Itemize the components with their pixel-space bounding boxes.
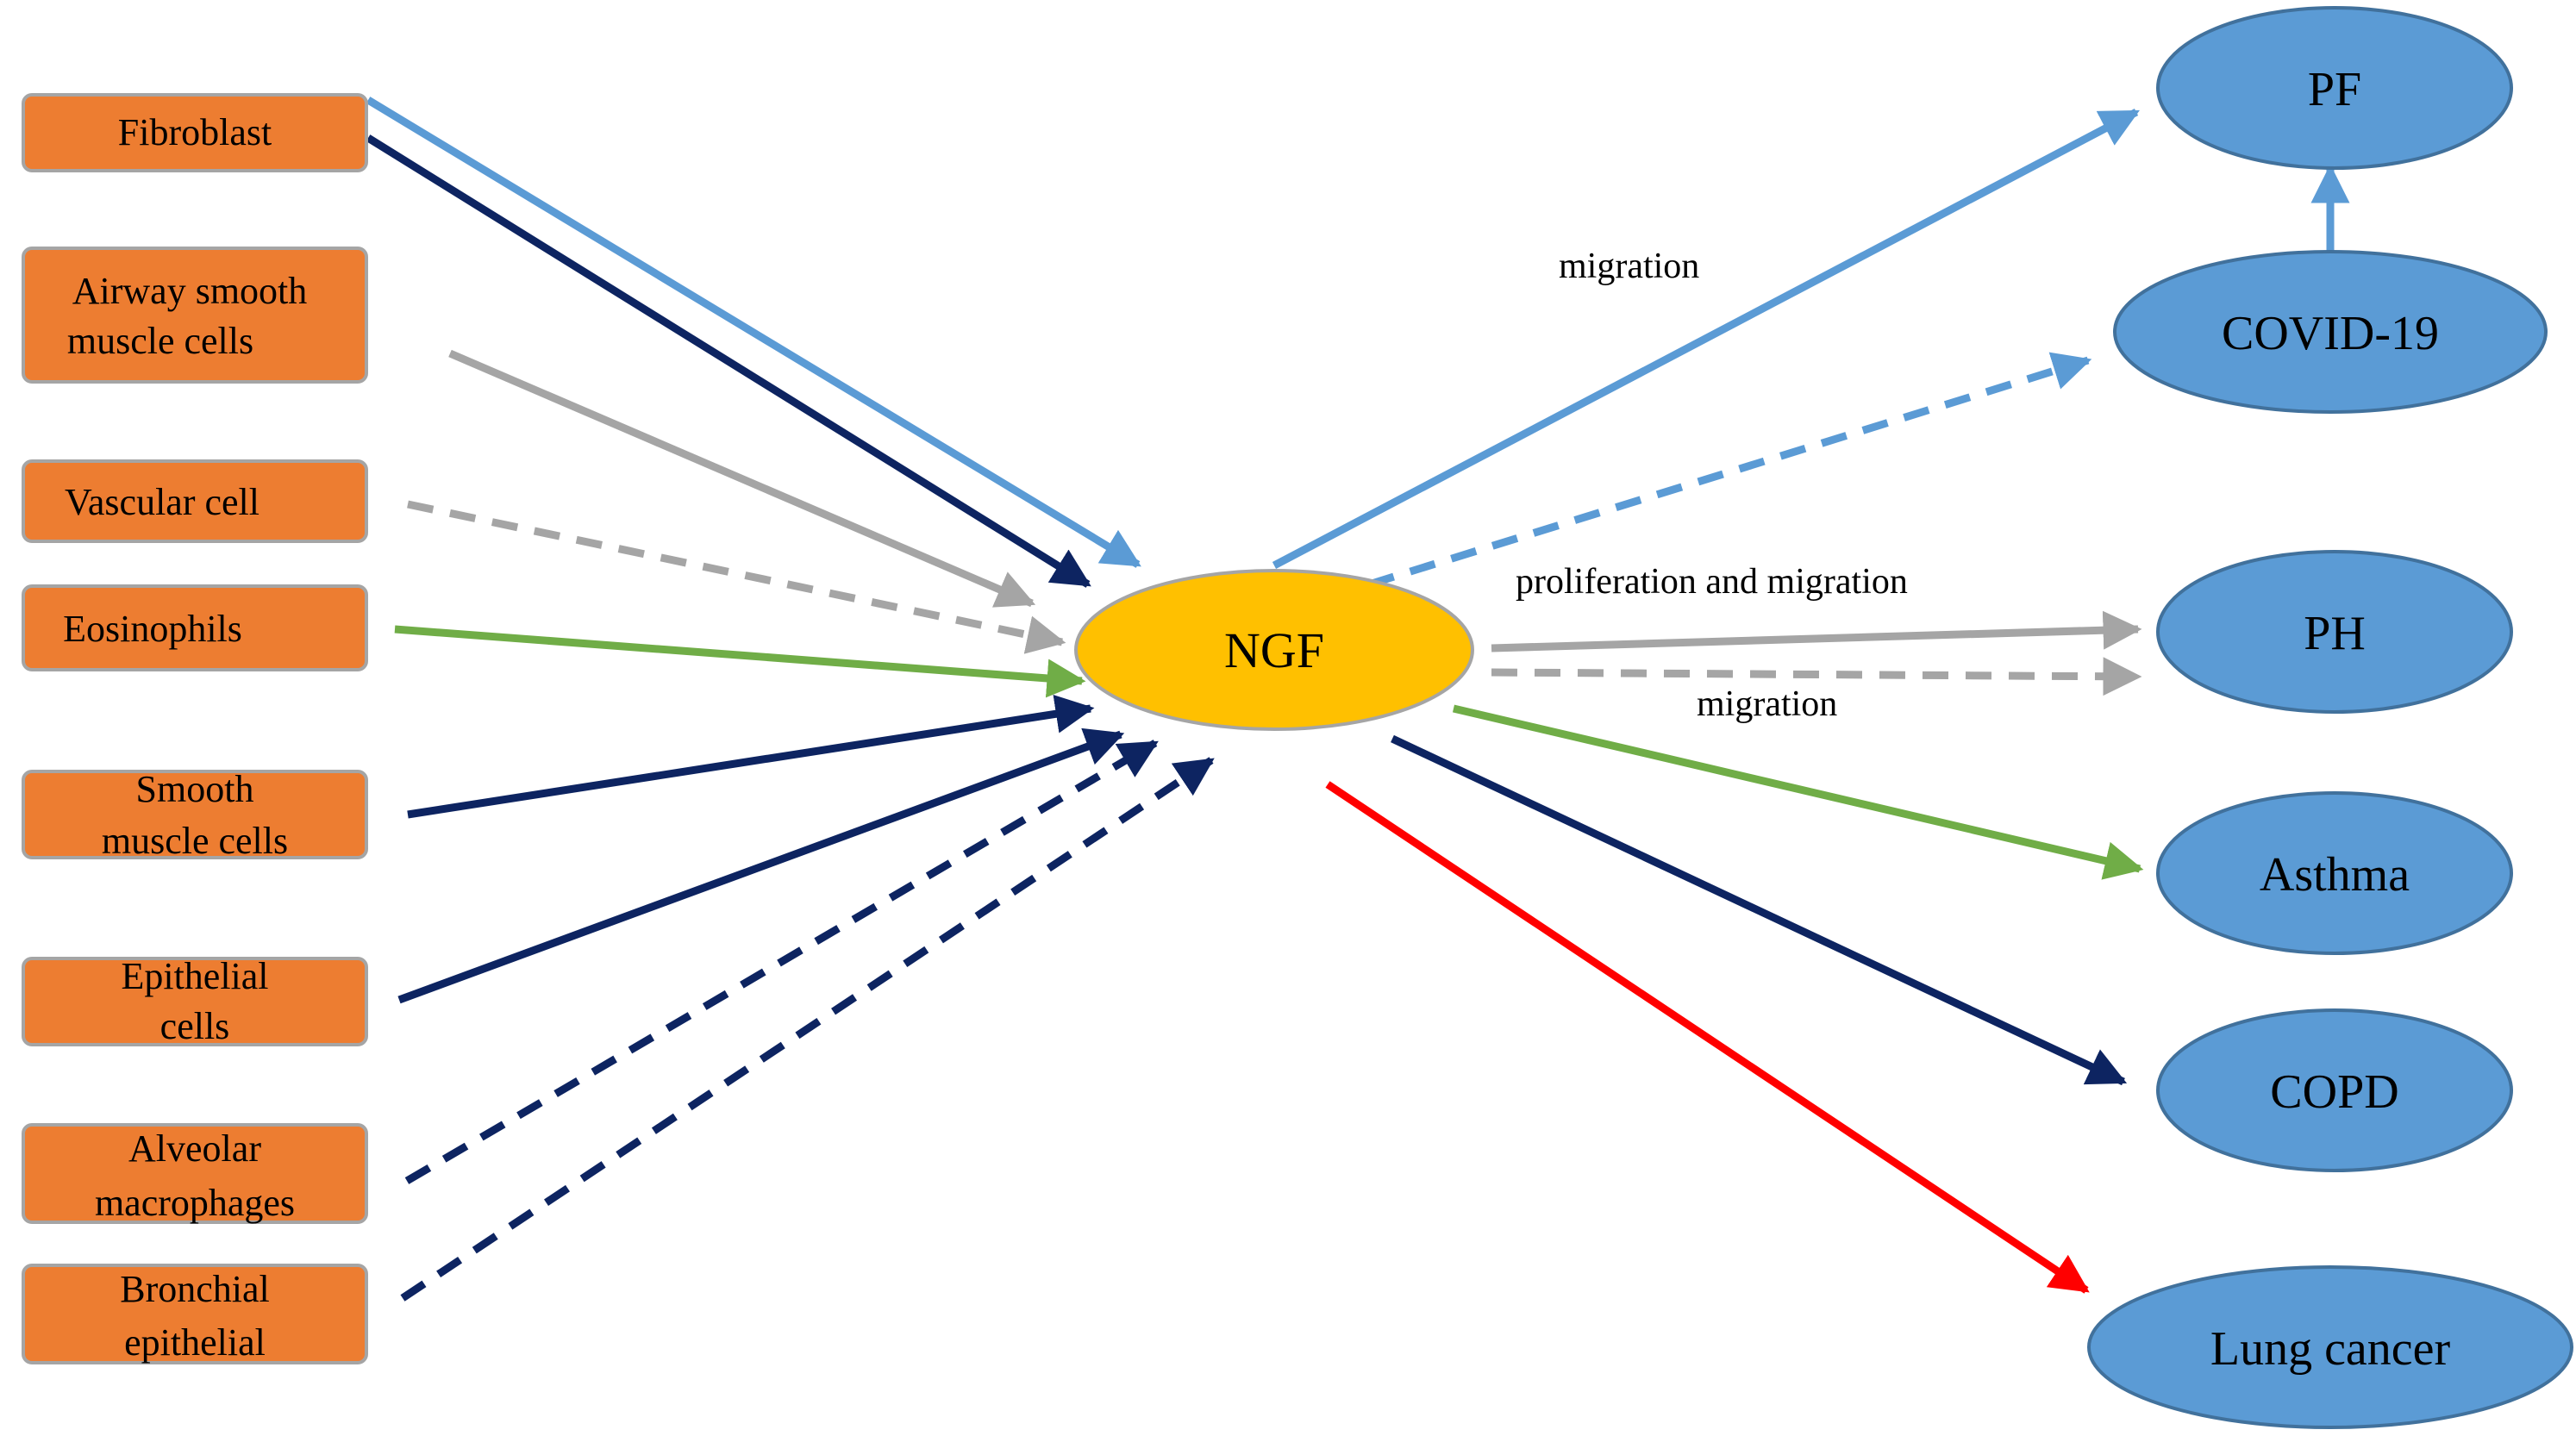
arrow-ngf-pf [1272, 109, 2140, 569]
cell-label-line1: Alveolar [128, 1127, 261, 1170]
cell-label-line2: macrophages [95, 1182, 295, 1224]
arrow-vascular-ngf [407, 500, 1066, 654]
cell-box-epithelial: Epithelial cells [22, 955, 368, 1047]
cell-box-smooth-muscle: Smooth muscle cells [22, 768, 368, 862]
arrow-ngf-ph-solid [1491, 610, 2142, 652]
arrow-ngf-covid [1367, 352, 2092, 589]
arrow-smooth-ngf [407, 694, 1095, 819]
cell-label-line2: epithelial [124, 1321, 266, 1364]
disease-label: Asthma [2260, 848, 2410, 902]
disease-asthma: Asthma [2156, 791, 2513, 955]
arrow-eosinophils-ngf [394, 625, 1086, 698]
cell-label: Fibroblast [118, 111, 272, 153]
disease-label: Lung cancer [2210, 1322, 2451, 1376]
cell-label-line1: Bronchial [120, 1268, 270, 1310]
disease-pf: PF [2156, 6, 2513, 170]
disease-copd: COPD [2156, 1008, 2513, 1172]
annotation-ph-migration: migration [1697, 684, 1837, 724]
annotation-pf-migration: migration [1559, 247, 1699, 286]
arrow-bronchial-ngf [400, 757, 1215, 1302]
cell-label: Eosinophils [63, 608, 242, 650]
arrow-ngf-ph-dashed [1491, 657, 2142, 696]
ngf-node: NGF [1074, 569, 1474, 731]
cell-box-alveolar-macrophages: Alveolar macrophages [22, 1123, 368, 1224]
disease-label: COVID-19 [2222, 307, 2439, 360]
disease-lung-cancer: Lung cancer [2087, 1265, 2573, 1429]
cell-label-line1: Airway smooth [72, 270, 308, 312]
cell-box-eosinophils: Eosinophils [22, 584, 368, 671]
cell-box-vascular: Vascular cell [22, 459, 368, 543]
cell-box-bronchial-epithelial: Bronchial epithelial [22, 1264, 368, 1364]
arrows [366, 97, 2350, 1302]
arrow-ngf-lung-cancer [1325, 781, 2090, 1294]
disease-nodes: PF COVID-19 PH Asthma COPD Lung cancer [2087, 6, 2573, 1429]
arrow-ngf-asthma [1452, 704, 2144, 880]
cell-box-fibroblast: Fibroblast [22, 93, 368, 172]
cell-label-line2: muscle cells [102, 820, 288, 862]
disease-label: PH [2304, 607, 2366, 660]
annotation-ph-proliferation: proliferation and migration [1516, 562, 1908, 602]
arrow-epithelial-ngf [397, 727, 1125, 1004]
arrow-ngf-copd [1391, 734, 2128, 1086]
arrow-airway-ngf [448, 349, 1036, 608]
cell-label-line2: muscle cells [67, 320, 253, 362]
cell-boxes: Fibroblast Airway smooth muscle cells Va… [22, 93, 368, 1364]
annotations: migration proliferation and migration mi… [1516, 247, 1908, 724]
cell-label: Vascular cell [65, 481, 259, 523]
disease-ph: PH [2156, 550, 2513, 714]
ngf-label: NGF [1224, 622, 1324, 678]
disease-label: COPD [2270, 1065, 2398, 1119]
disease-label: PF [2308, 63, 2361, 116]
arrow-fibroblast-ngf-lightblue [366, 97, 1141, 568]
disease-covid-19: COVID-19 [2113, 250, 2548, 414]
cell-label-line1: Epithelial [121, 955, 268, 997]
cell-label-line1: Smooth [136, 768, 254, 810]
cell-box-airway-smooth-muscle: Airway smooth muscle cells [22, 247, 368, 384]
arrow-fibroblast-ngf-navy [366, 134, 1091, 588]
arrow-alveolar-ngf [404, 740, 1159, 1184]
cell-label-line2: cells [160, 1005, 230, 1047]
